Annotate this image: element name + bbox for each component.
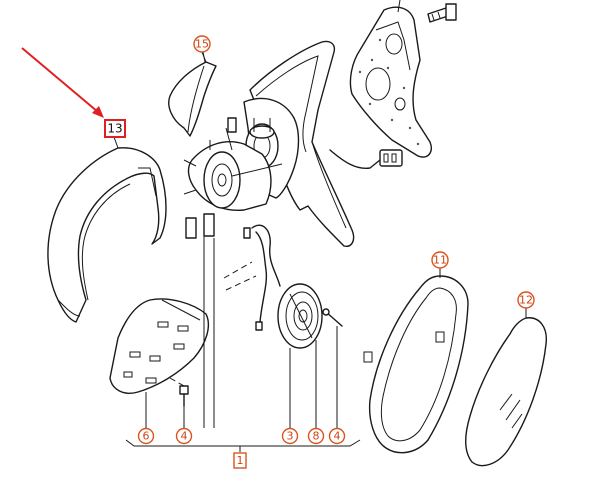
callout-12: 12 xyxy=(517,291,535,309)
svg-text:3: 3 xyxy=(287,430,294,443)
callout-8: 8 xyxy=(307,427,325,445)
callout-3: 3 xyxy=(281,427,299,445)
harness-cable xyxy=(223,224,281,331)
callout-15: 15 xyxy=(193,35,211,53)
callout-1: 1 xyxy=(233,452,247,469)
leader-lines xyxy=(113,0,527,452)
part-15-trim-cap xyxy=(168,51,217,137)
part-12-mirror-glass xyxy=(465,317,547,467)
callout-4-left: 4 xyxy=(175,427,193,445)
screw-right xyxy=(322,308,343,327)
svg-text:13: 13 xyxy=(107,122,122,136)
callout-6: 6 xyxy=(137,427,155,445)
callout-13-highlighted: 13 xyxy=(104,119,126,138)
svg-text:4: 4 xyxy=(181,430,188,443)
pointer-arrow xyxy=(21,47,104,118)
svg-text:11: 11 xyxy=(433,254,447,267)
part-11-mirror-frame xyxy=(363,275,469,454)
mirror-adjuster-unit xyxy=(183,117,283,239)
part-13-housing-cover xyxy=(47,147,167,323)
mirror-base-bracket xyxy=(243,40,355,247)
callout-4-right: 4 xyxy=(328,427,346,445)
svg-text:6: 6 xyxy=(143,430,150,443)
screw-left xyxy=(169,377,189,407)
svg-text:4: 4 xyxy=(334,430,341,443)
part-3-motor-disc xyxy=(277,283,323,349)
svg-text:12: 12 xyxy=(519,294,533,307)
svg-text:8: 8 xyxy=(313,430,320,443)
mounting-plate xyxy=(349,6,432,158)
part-6-inner-cover xyxy=(109,298,210,394)
svg-text:1: 1 xyxy=(237,454,244,467)
wiring-connector xyxy=(329,149,403,169)
bolt-top xyxy=(427,3,457,23)
svg-text:15: 15 xyxy=(195,38,209,51)
callout-11: 11 xyxy=(431,251,449,269)
